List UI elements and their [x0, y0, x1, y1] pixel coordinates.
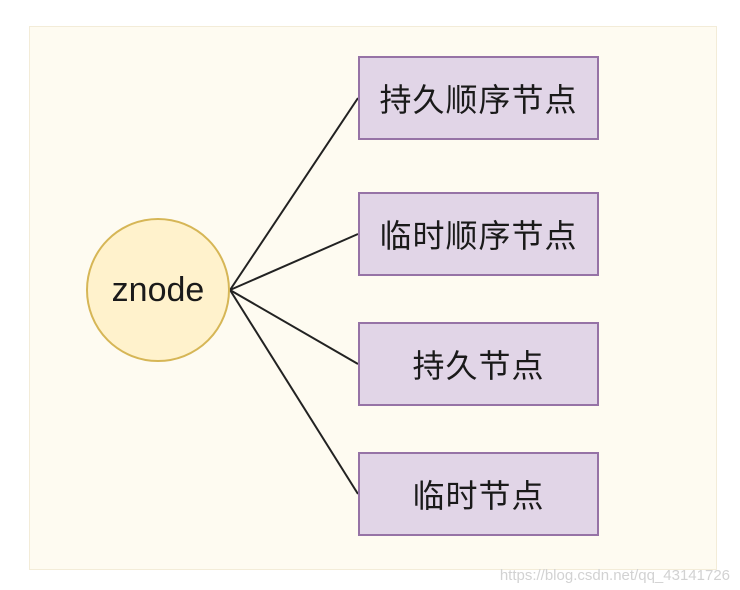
- connector-to-child-2: [229, 233, 359, 291]
- connector-to-child-3: [229, 289, 359, 365]
- root-node-znode: znode: [86, 218, 230, 362]
- connector-to-child-1: [229, 97, 359, 291]
- child-node-ephemeral: 临时节点: [358, 452, 599, 536]
- child-node-label: 持久顺序节点: [379, 81, 578, 119]
- connector-to-child-4: [229, 289, 359, 495]
- child-node-label: 持久节点: [412, 347, 545, 385]
- child-node-label: 临时节点: [412, 477, 545, 515]
- child-node-ephemeral-sequential: 临时顺序节点: [358, 192, 599, 276]
- watermark-text: https://blog.csdn.net/qq_43141726: [499, 567, 730, 584]
- child-node-persistent: 持久节点: [358, 322, 599, 406]
- child-node-persistent-sequential: 持久顺序节点: [358, 56, 599, 140]
- child-node-label: 临时顺序节点: [379, 217, 578, 255]
- root-node-label: znode: [111, 270, 205, 309]
